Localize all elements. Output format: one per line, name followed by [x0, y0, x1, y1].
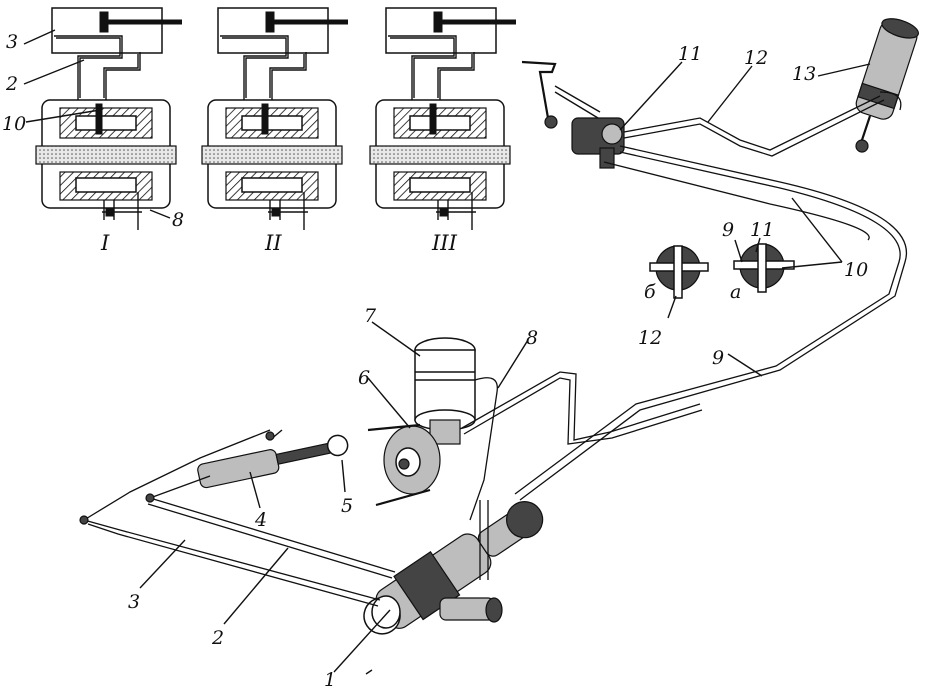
label-13: 13: [792, 63, 816, 85]
control-valve-assembly: [521, 60, 625, 169]
label-9-small: 9: [722, 219, 734, 241]
label-3-bottom: 3: [128, 591, 140, 613]
power-cylinder-13: [855, 18, 919, 153]
pump-reservoir-7: [414, 337, 498, 521]
pipes-lower: [79, 429, 396, 607]
label-1: 1: [324, 669, 336, 690]
pump-pulley-6: [367, 423, 441, 507]
pipes-pump: [461, 371, 703, 445]
roman-numeral-3: III: [431, 231, 458, 255]
cross-section-a: [733, 243, 795, 293]
leaders-top-left: [23, 29, 171, 219]
label-11-small: 11: [750, 219, 774, 241]
label-7: 7: [364, 305, 377, 327]
label-a: а: [730, 281, 741, 303]
label-2-bottom: 2: [211, 627, 224, 649]
labels: 3 2 10 8 I II III 11 12 13 9 11 10 б а 1…: [2, 31, 868, 691]
label-10-right: 10: [844, 259, 868, 281]
roman-numeral-1: I: [100, 231, 110, 255]
label-2-top: 2: [5, 73, 18, 95]
label-8-mid: 8: [526, 327, 538, 349]
label-10-top: 10: [2, 113, 26, 135]
valve-schematic-3: [370, 8, 516, 230]
label-9-mid: 9: [712, 347, 724, 369]
leaders-bottom: [139, 321, 529, 675]
valve-schematic-2: [202, 8, 348, 230]
label-3-top: 3: [6, 31, 18, 53]
label-5: 5: [341, 495, 353, 517]
label-8-top: 8: [172, 209, 184, 231]
pipes-upper: [514, 95, 908, 501]
label-12-mid: 12: [638, 327, 662, 349]
valve-schematic-1: [36, 8, 182, 230]
cross-section-b: [649, 245, 709, 299]
steering-mechanism-1: [363, 500, 544, 635]
power-cylinder-4: [197, 429, 349, 489]
label-b: б: [644, 281, 656, 303]
label-4: 4: [254, 509, 267, 531]
roman-numeral-2: II: [264, 231, 282, 255]
leaders-top-right: [619, 61, 871, 377]
label-11-top: 11: [678, 43, 702, 65]
label-6: 6: [358, 367, 370, 389]
label-12-top: 12: [744, 47, 768, 69]
